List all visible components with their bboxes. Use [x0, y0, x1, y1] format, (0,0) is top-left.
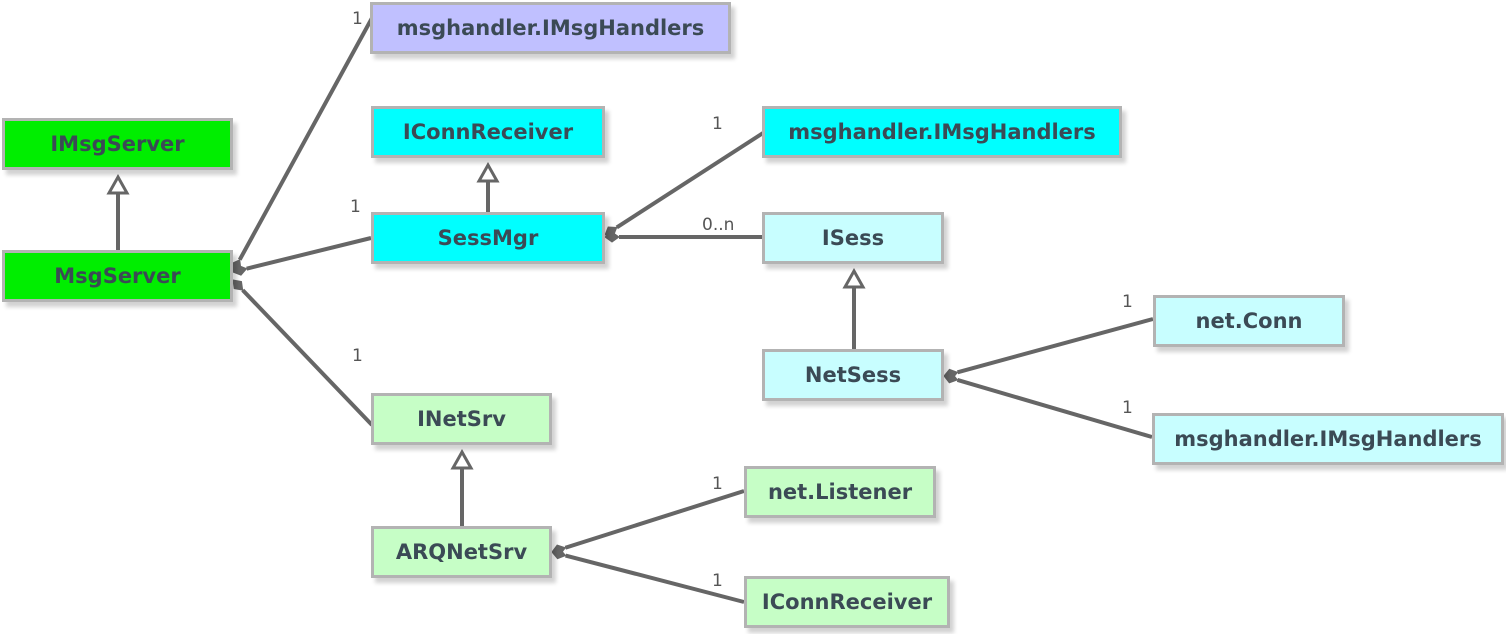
class-box-inetsrv: INetSrv [371, 393, 552, 445]
class-box-isess: ISess [762, 212, 944, 264]
multiplicity-label: 1 [712, 474, 723, 494]
composition-diamond [551, 548, 567, 560]
class-box-sessmgr: SessMgr [371, 212, 605, 264]
class-box-netconn: net.Conn [1153, 295, 1345, 347]
multiplicity-label: 1 [712, 571, 723, 591]
class-box-msgserver: MsgServer [2, 250, 233, 302]
realization-arrowhead [842, 267, 866, 289]
composition-diamond [943, 372, 959, 384]
composition-line [237, 17, 374, 261]
composition-line [956, 378, 1153, 439]
class-box-iconnreceiver-bottom: IConnReceiver [744, 576, 950, 628]
composition-line [246, 236, 372, 271]
realization-arrowhead [476, 161, 500, 183]
multiplicity-label: 1 [1122, 398, 1133, 418]
class-box-arqnetsrv: ARQNetSrv [371, 526, 552, 578]
composition-line [565, 553, 745, 604]
composition-diamond [232, 264, 248, 276]
class-box-iconnreceiver-top: IConnReceiver [371, 106, 605, 158]
multiplicity-label: 0..n [702, 215, 734, 235]
multiplicity-label: 1 [1122, 292, 1133, 312]
composition-line [241, 288, 374, 427]
multiplicity-label: 1 [350, 197, 361, 217]
realization-arrowhead [450, 448, 474, 470]
composition-diamond [232, 279, 244, 291]
class-box-handlers-top: msghandler.IMsgHandlers [370, 2, 731, 54]
composition-diamond [604, 231, 620, 243]
multiplicity-label: 1 [352, 346, 363, 366]
class-box-netsess: NetSess [762, 349, 944, 401]
class-box-imsgserver: IMsgServer [2, 118, 233, 170]
composition-line [564, 489, 745, 550]
class-box-handlers-right: msghandler.IMsgHandlers [1152, 413, 1504, 465]
class-box-handlers-mid: msghandler.IMsgHandlers [762, 106, 1122, 158]
realization-arrowhead [106, 173, 130, 195]
composition-line [956, 317, 1154, 375]
multiplicity-label: 1 [352, 9, 363, 29]
class-box-netlistener: net.Listener [744, 466, 936, 518]
composition-line [615, 131, 765, 230]
multiplicity-label: 1 [712, 114, 723, 134]
